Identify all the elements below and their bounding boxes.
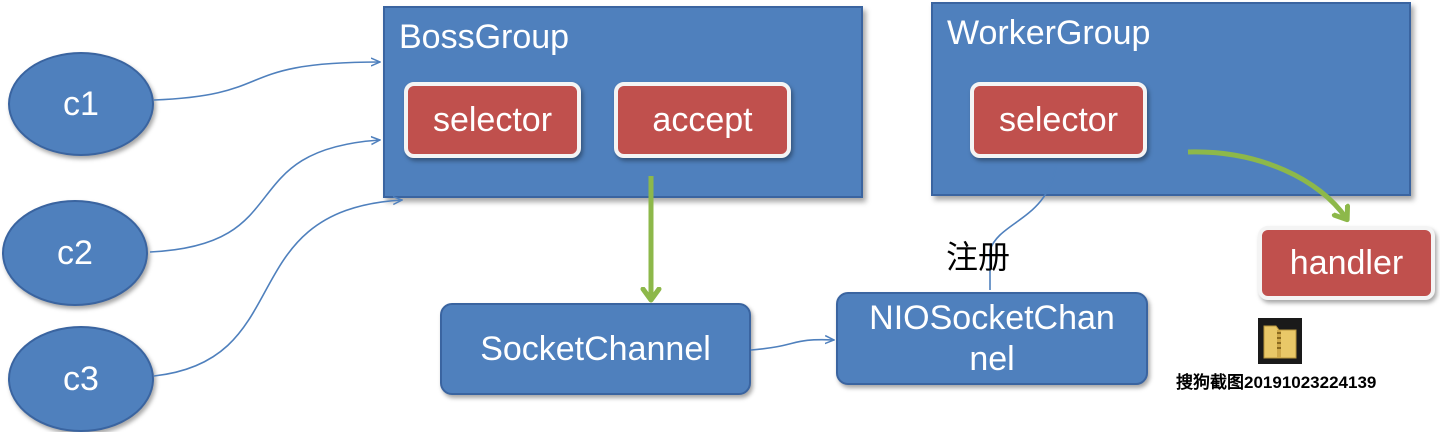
client-c3: c3 [8, 326, 154, 432]
file-icon-caption: 搜狗截图20191023224139 [1176, 373, 1377, 392]
worker-selector-label: selector [998, 100, 1119, 139]
nio-socket-channel-box: NIOSocketChan nel [836, 292, 1148, 385]
client-label: c2 [57, 233, 93, 272]
socket-channel-label: SocketChannel [480, 329, 711, 368]
accept-chip: accept [614, 82, 791, 158]
socket-channel-box: SocketChannel [440, 303, 751, 395]
boss-selector-label: selector [432, 100, 553, 139]
boss-group-title: BossGroup [399, 18, 570, 56]
accept-label: accept [652, 100, 753, 139]
client-label: c3 [63, 359, 99, 398]
c1-to-boss-link [153, 62, 380, 101]
c2-to-boss-link [149, 140, 380, 253]
worker-selector-chip: selector [970, 82, 1147, 158]
client-c2: c2 [2, 200, 148, 306]
worker-group-title: WorkerGroup [947, 14, 1151, 52]
handler-chip: handler [1258, 226, 1435, 300]
client-c1: c1 [8, 52, 154, 156]
zip-folder-icon[interactable] [1258, 318, 1302, 364]
c3-to-boss-link [153, 200, 402, 377]
handler-label: handler [1289, 243, 1404, 282]
register-label: 注册 [946, 238, 1011, 276]
client-label: c1 [63, 84, 99, 123]
boss-selector-chip: selector [404, 82, 581, 158]
socket-to-nio-link [750, 340, 834, 351]
nio-socket-channel-label: NIOSocketChan nel [869, 298, 1115, 378]
